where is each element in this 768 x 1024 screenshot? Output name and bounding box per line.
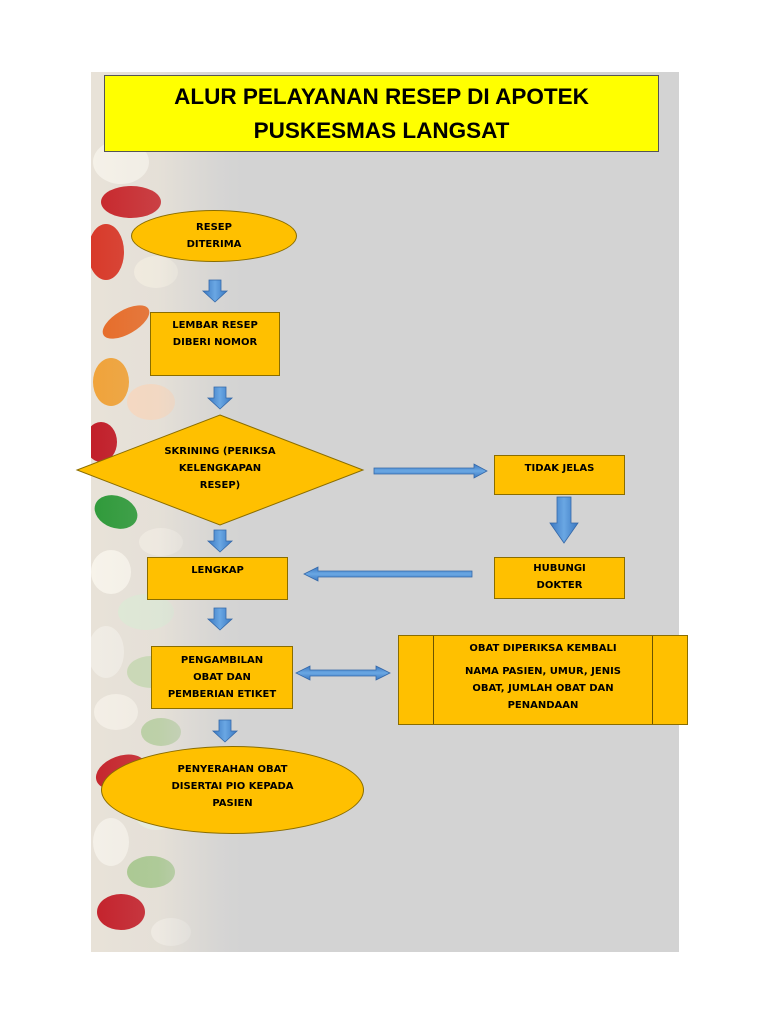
arrow-left-lengkap [304, 567, 472, 581]
penyerahan-line-3: PASIEN [171, 795, 293, 812]
arrow-down-5 [213, 720, 237, 742]
resep-diterima-line-1: RESEP [187, 219, 242, 236]
resep-diterima-line-2: DITERIMA [187, 236, 242, 253]
node-hubungi-dokter: HUBUNGI DOKTER [494, 557, 625, 599]
check-box-left-bar [433, 636, 434, 724]
skrining-line-3: RESEP) [164, 477, 275, 494]
lembar-resep-line-2: DIBERI NOMOR [172, 334, 258, 351]
obat-diperiksa-line-2: OBAT, JUMLAH OBAT DAN [435, 680, 651, 697]
lengkap-label: LENGKAP [191, 562, 244, 579]
node-skrining: SKRINING (PERIKSA KELENGKAPAN RESEP) [130, 440, 310, 496]
arrow-down-4 [208, 608, 232, 630]
pengambilan-line-3: PEMBERIAN ETIKET [168, 686, 276, 703]
node-lengkap: LENGKAP [147, 557, 288, 600]
skrining-line-2: KELENGKAPAN [164, 460, 275, 477]
arrow-down-1 [203, 280, 227, 302]
penyerahan-line-1: PENYERAHAN OBAT [171, 761, 293, 778]
node-penyerahan-obat: PENYERAHAN OBAT DISERTAI PIO KEPADA PASI… [101, 746, 364, 834]
node-pengambilan-obat: PENGAMBILAN OBAT DAN PEMBERIAN ETIKET [151, 646, 293, 709]
node-resep-diterima: RESEP DITERIMA [131, 210, 297, 262]
hubungi-line-1: HUBUNGI [533, 560, 586, 577]
obat-diperiksa-line-1: NAMA PASIEN, UMUR, JENIS [435, 663, 651, 680]
pengambilan-line-1: PENGAMBILAN [168, 652, 276, 669]
node-lembar-resep: LEMBAR RESEP DIBERI NOMOR [150, 312, 280, 376]
pengambilan-line-2: OBAT DAN [168, 669, 276, 686]
obat-diperiksa-heading: OBAT DIPERIKSA KEMBALI [435, 640, 651, 657]
tidak-jelas-label: TIDAK JELAS [525, 460, 595, 477]
lembar-resep-line-1: LEMBAR RESEP [172, 317, 258, 334]
arrow-double-check [296, 666, 390, 680]
arrow-down-3 [208, 530, 232, 552]
arrow-right-tidak-jelas [374, 464, 487, 478]
node-tidak-jelas: TIDAK JELAS [494, 455, 625, 495]
node-obat-diperiksa: OBAT DIPERIKSA KEMBALI NAMA PASIEN, UMUR… [398, 635, 688, 725]
hubungi-line-2: DOKTER [533, 577, 586, 594]
obat-diperiksa-line-3: PENANDAAN [435, 697, 651, 714]
skrining-line-1: SKRINING (PERIKSA [164, 443, 275, 460]
check-box-right-bar [652, 636, 653, 724]
arrow-down-hubungi [550, 497, 578, 543]
penyerahan-line-2: DISERTAI PIO KEPADA [171, 778, 293, 795]
arrow-down-2 [208, 387, 232, 409]
